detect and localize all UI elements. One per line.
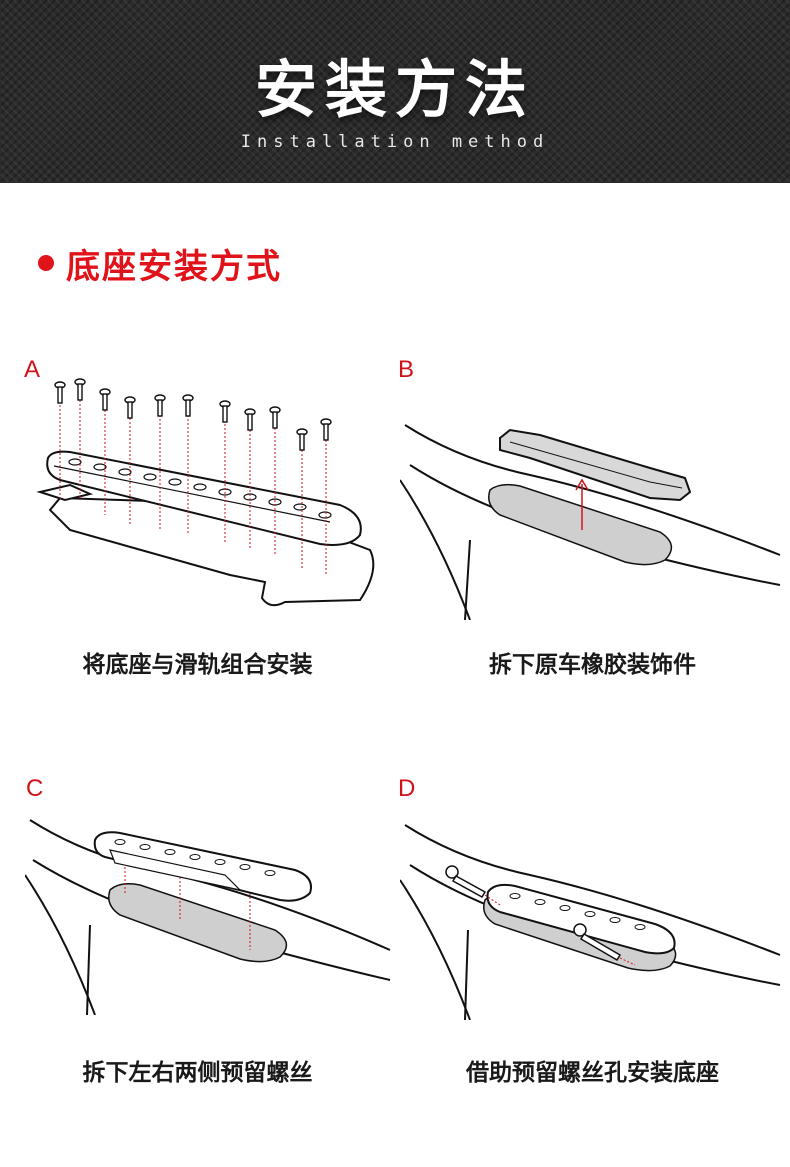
step-a-illustration [36,378,375,607]
step-b-illustration [400,424,781,620]
step-b-letter: B [398,356,415,383]
step-d-caption: 借助预留螺丝孔安装底座 [466,1060,719,1086]
step-d-illustration [400,824,781,1020]
page-subtitle: Installation method [240,132,550,152]
step-c-illustration [25,819,391,1015]
step-a-caption: 将底座与滑轨组合安装 [82,652,313,678]
step-c-caption: 拆下左右两侧预留螺丝 [82,1060,313,1086]
step-d-letter: D [398,775,416,802]
step-b-caption: 拆下原车橡胶装饰件 [489,652,696,678]
section-title-text: 底座安装方式 [66,246,282,287]
header-banner: 安装方法 Installation method [0,0,790,183]
section-heading: 底座安装方式 [38,238,282,288]
step-c-letter: C [26,775,44,802]
step-a-letter: A [24,356,41,383]
bullet-dot-icon [38,255,54,271]
page-title: 安装方法 [254,53,535,126]
